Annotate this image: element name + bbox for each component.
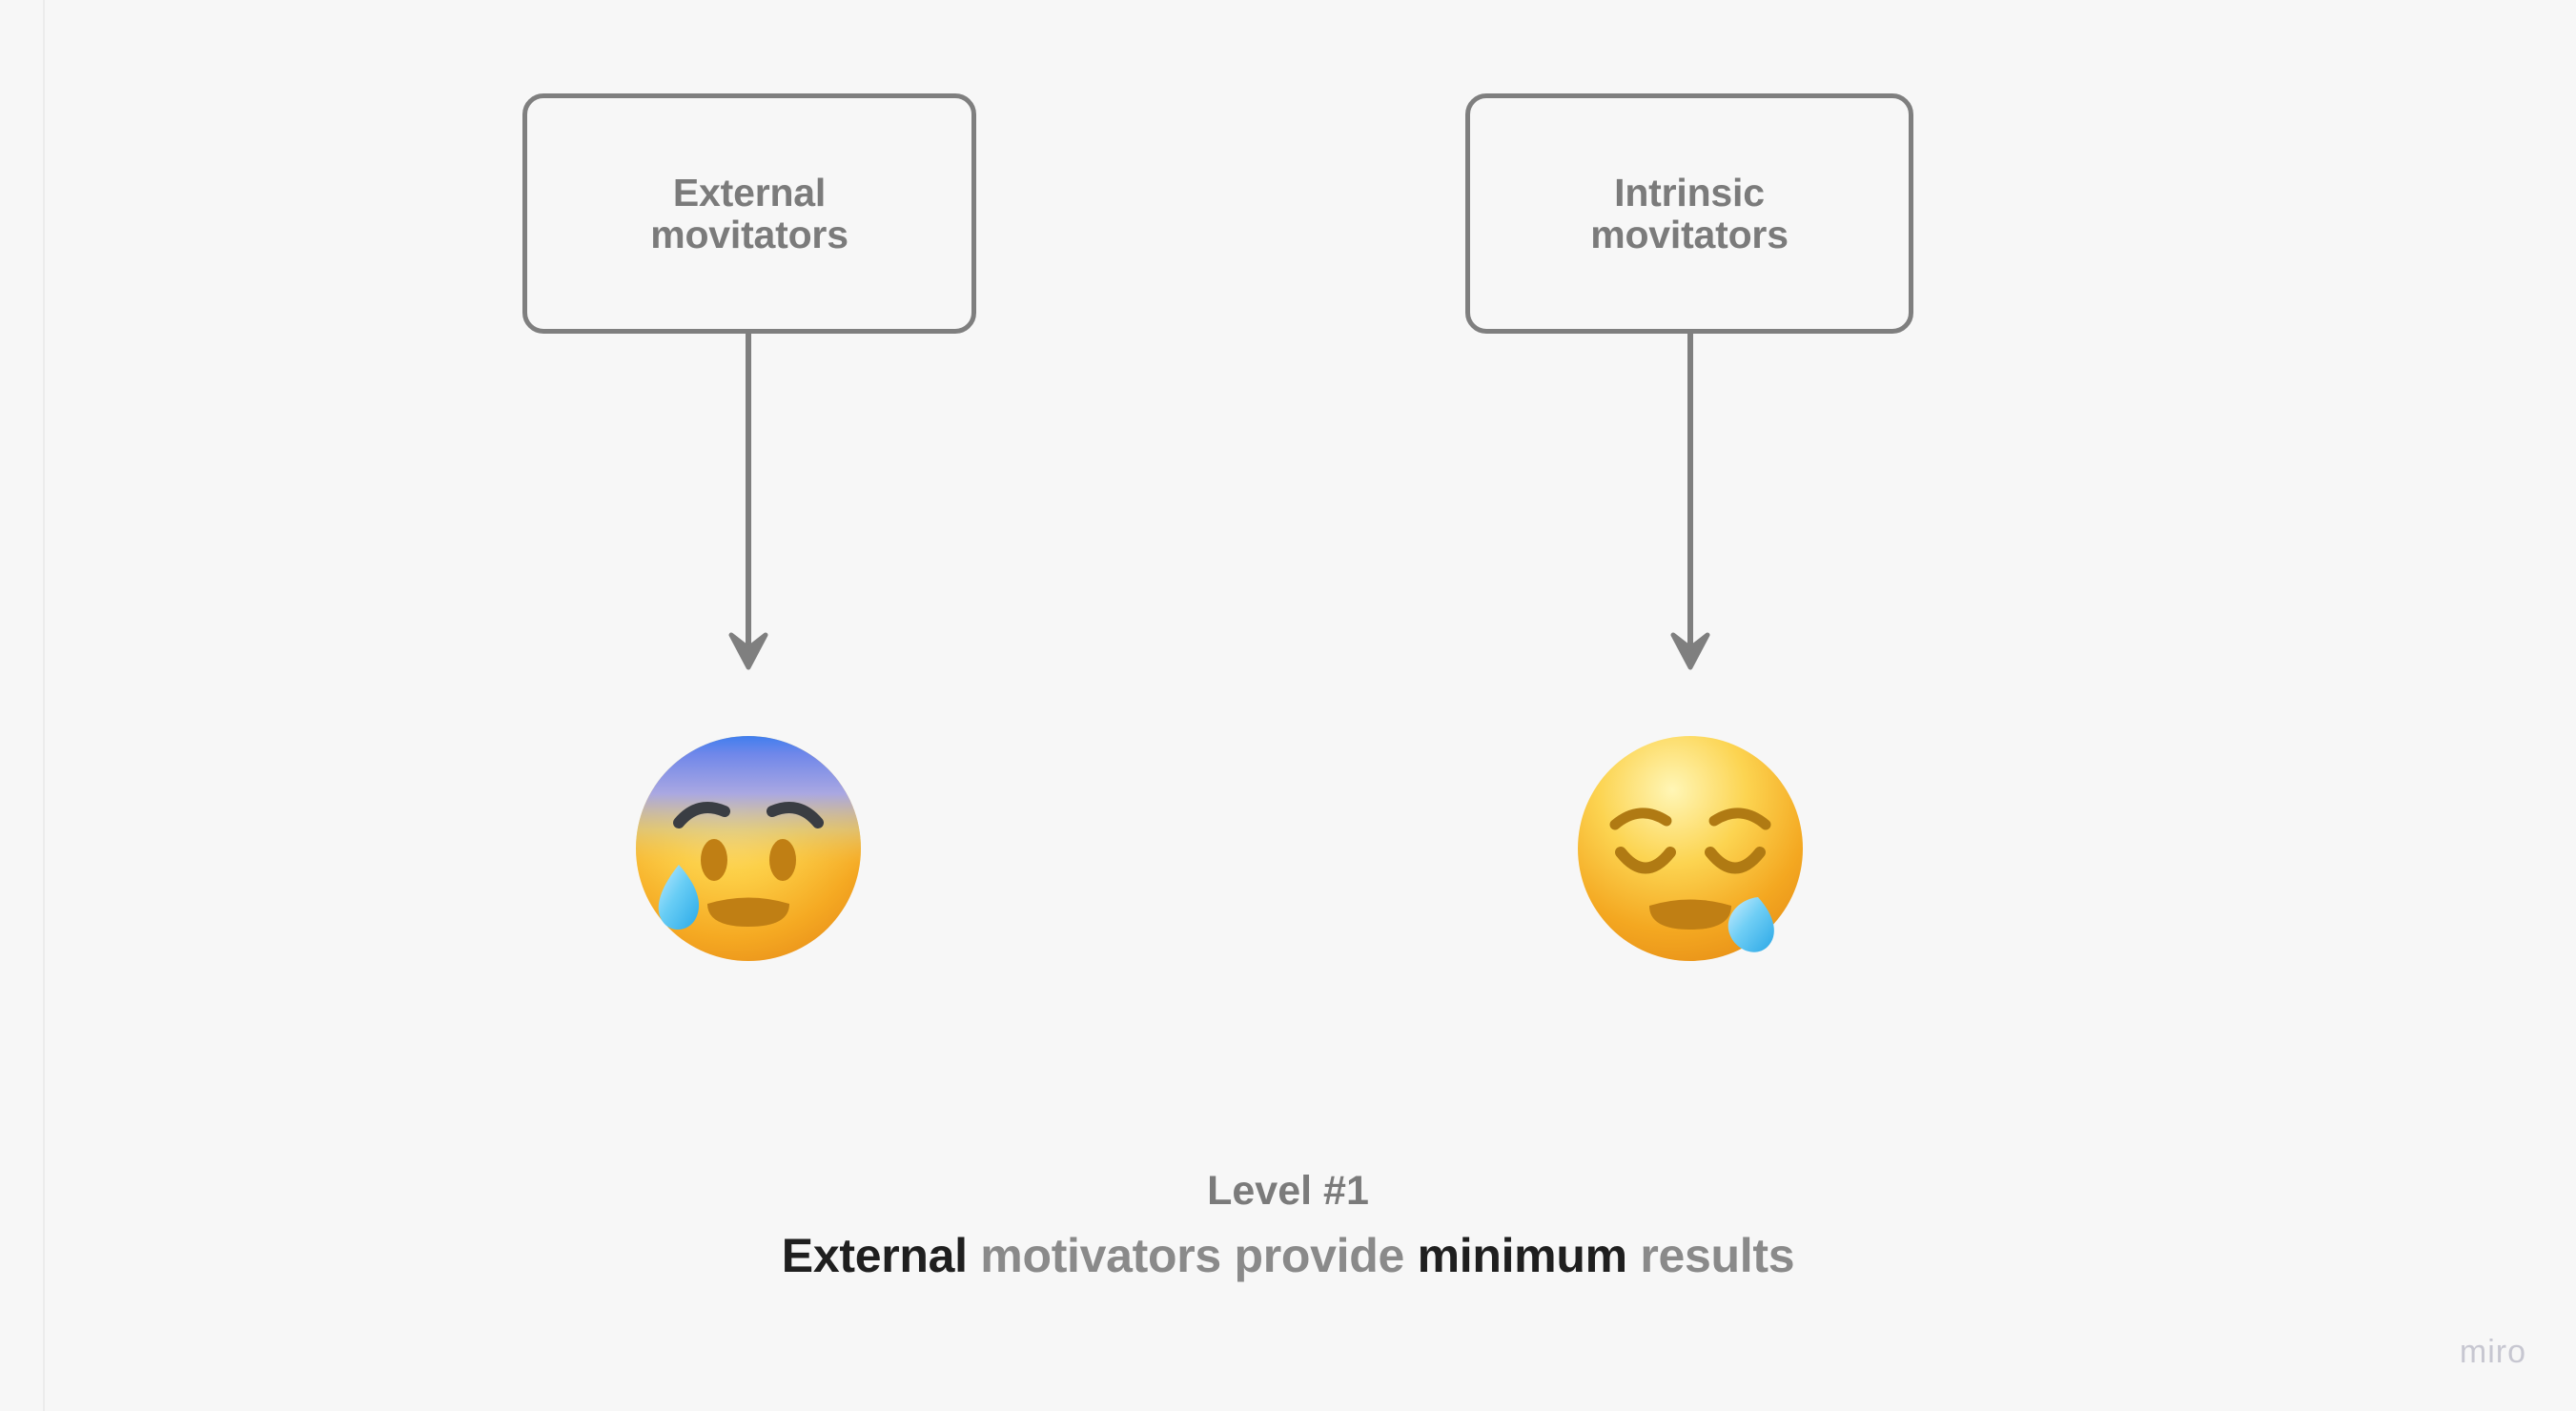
caption-block: Level #1 External motivators provide min… [0, 1168, 2576, 1283]
frame-edge-divider [43, 0, 45, 1411]
connector-arrow-external[interactable] [720, 332, 777, 675]
connector-arrow-intrinsic[interactable] [1662, 332, 1719, 675]
caption-headline: External motivators provide minimum resu… [0, 1228, 2576, 1283]
headline-word-minimum: minimum [1417, 1229, 1627, 1282]
node-intrinsic-motivators[interactable]: Intrinsic movitators [1465, 93, 1913, 334]
headline-word-tail: results [1626, 1229, 1795, 1282]
caption-level-text: Level #1 [1207, 1168, 1369, 1214]
anxious-face-with-sweat-emoji[interactable] [629, 729, 868, 968]
sleepy-face-emoji[interactable] [1571, 729, 1809, 968]
node-intrinsic-motivators-label: Intrinsic movitators [1590, 170, 1789, 256]
miro-watermark-logo: miro [2459, 1334, 2526, 1370]
node-external-motivators[interactable]: External movitators [522, 93, 976, 334]
node-external-motivators-label: External movitators [650, 170, 848, 256]
headline-word-external: External [781, 1229, 968, 1282]
headline-word-mid: motivators provide [967, 1229, 1418, 1282]
